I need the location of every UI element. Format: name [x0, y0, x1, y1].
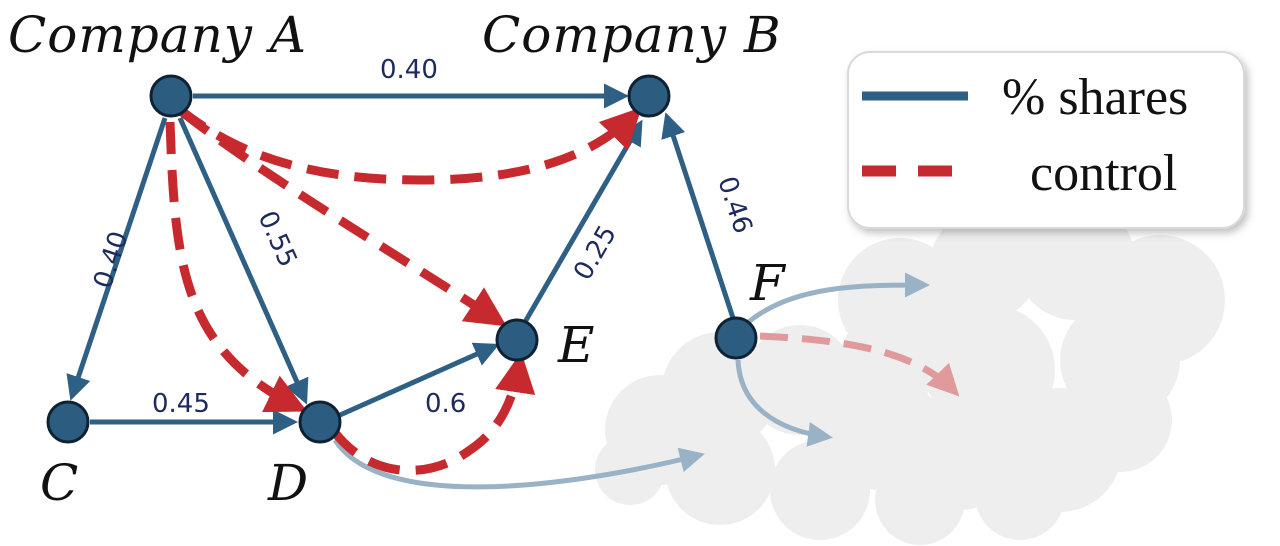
control-edge-a-b: [175, 104, 642, 185]
label-e: E: [557, 316, 595, 374]
label-f: F: [749, 254, 787, 312]
legend-control-label: control: [1030, 145, 1177, 202]
node-c: [46, 400, 90, 444]
share-edge-a-d: [177, 116, 309, 405]
label-d: D: [267, 454, 308, 512]
share-edge-d-e: [338, 342, 500, 418]
node-d: [298, 400, 342, 444]
faded-share-edge-f-down: [735, 359, 833, 447]
faded-share-edge-d-out: [332, 438, 705, 490]
legend: % shares control: [847, 51, 1245, 229]
share-edge-f-b: [661, 112, 736, 319]
weight-f-b: 0.46: [711, 173, 757, 237]
node-f: [714, 316, 758, 360]
legend-shares-label: % shares: [1002, 69, 1188, 126]
faded-control-edge-f: [759, 332, 960, 397]
control-edge-d-e: [329, 351, 536, 475]
label-company-b: Company B: [482, 6, 782, 64]
weight-a-d: 0.55: [252, 207, 303, 272]
cloud-shape: [595, 200, 1225, 545]
weight-a-c: 0.40: [88, 228, 134, 292]
node-company-a: [149, 74, 193, 118]
weight-c-d: 0.45: [152, 389, 210, 419]
control-edge-a-e: [179, 108, 507, 327]
share-edge-a-c: [66, 117, 168, 401]
node-company-b: [627, 74, 671, 118]
weight-d-e: 0.6: [425, 389, 466, 419]
weight-a-b: 0.40: [380, 55, 438, 85]
node-e: [495, 318, 539, 362]
share-edge-e-b: [522, 119, 643, 324]
faded-share-edge-f-up: [743, 272, 930, 327]
control-edge-a-d: [165, 121, 308, 413]
label-company-a: Company A: [8, 6, 307, 64]
label-c: C: [40, 454, 78, 512]
